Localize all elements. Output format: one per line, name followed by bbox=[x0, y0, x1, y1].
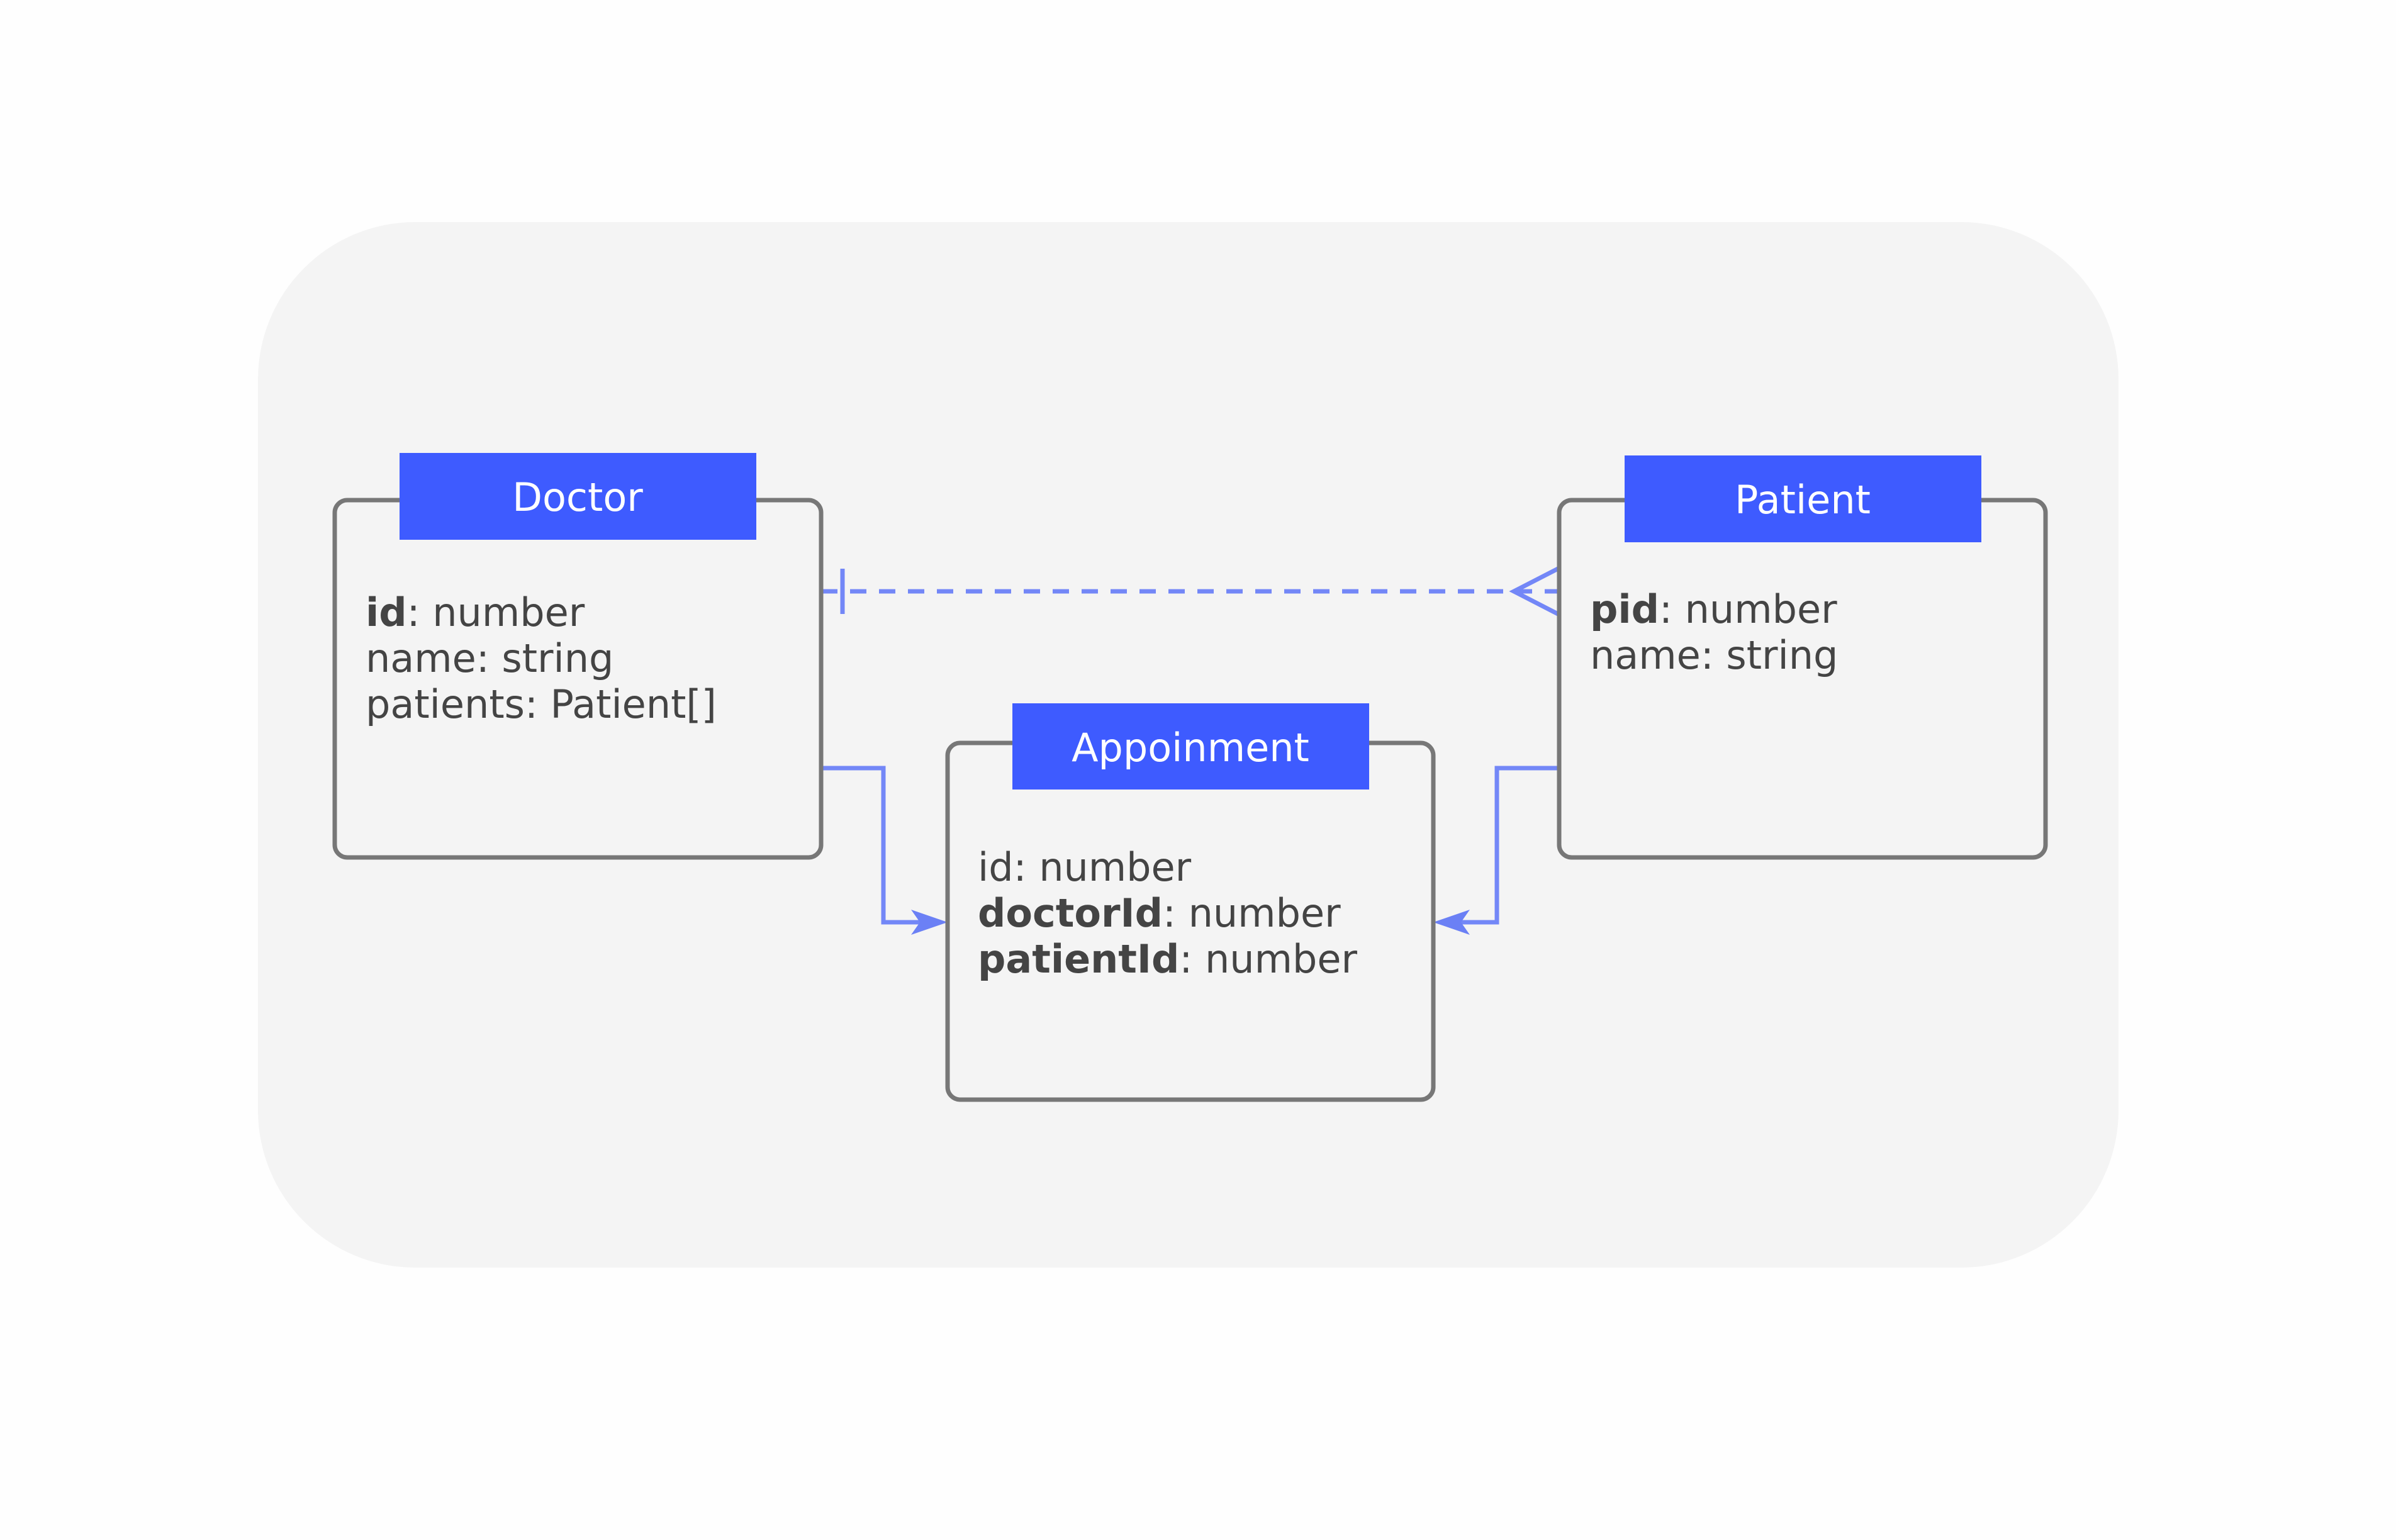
arrowhead-icon bbox=[1433, 910, 1470, 935]
entity-doctor-title: Doctor bbox=[512, 474, 643, 520]
field-appointment-id: id: number bbox=[978, 844, 1192, 890]
field-patient-name: name: string bbox=[1590, 632, 1838, 678]
entity-patient-box bbox=[1557, 498, 2048, 860]
field-patient-pid: pid: number bbox=[1590, 586, 1837, 632]
entity-appointment-header bbox=[1012, 703, 1369, 790]
relation-doctor-appointment-line[interactable] bbox=[821, 766, 930, 925]
field-doctor-name: name: string bbox=[366, 635, 613, 681]
entity-patient-header bbox=[1625, 455, 1981, 542]
field-appointment-doctorid: doctorId: number bbox=[978, 890, 1341, 936]
entity-doctor-header bbox=[400, 453, 756, 540]
field-doctor-id: id: number bbox=[366, 589, 585, 635]
entity-patient[interactable]: Patient pid: number name: string bbox=[1557, 455, 2048, 860]
entity-appointment[interactable]: Appoinment id: number doctorId: number p… bbox=[945, 703, 1436, 1102]
field-doctor-patients: patients: Patient[] bbox=[366, 681, 717, 727]
entity-patient-title: Patient bbox=[1735, 477, 1871, 523]
field-appointment-patientid: patientId: number bbox=[978, 936, 1357, 982]
arrowhead-icon bbox=[911, 910, 948, 935]
relation-patient-appointment-line[interactable] bbox=[1451, 766, 1559, 925]
crowfoot-many-marker bbox=[1509, 566, 1560, 617]
entity-appointment-title: Appoinment bbox=[1072, 725, 1309, 771]
entity-doctor[interactable]: Doctor id: number name: string patients:… bbox=[332, 453, 824, 860]
